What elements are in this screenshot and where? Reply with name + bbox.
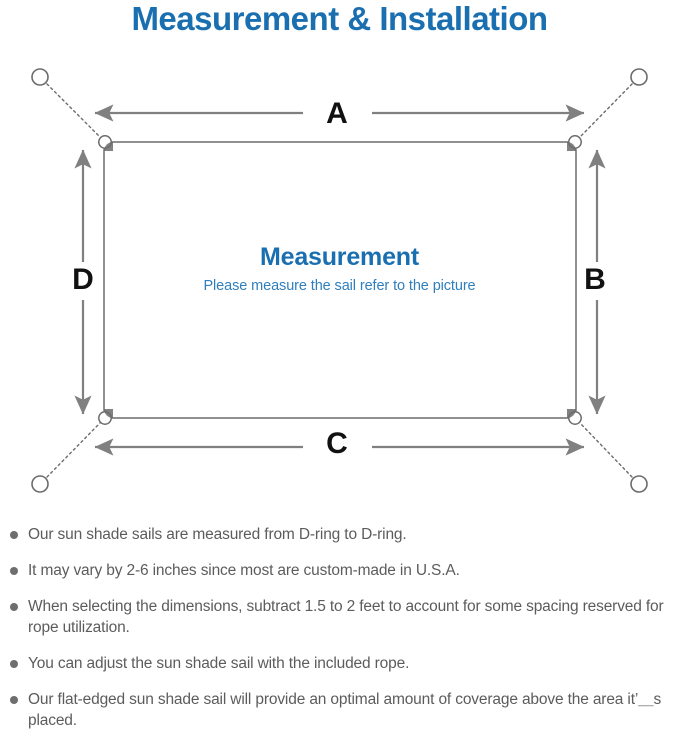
list-item: It may vary by 2-6 inches since most are… <box>0 560 679 581</box>
note-text: Our sun shade sails are measured from D-… <box>28 526 407 543</box>
page-title: Measurement & Installation <box>131 0 548 37</box>
dimension-label-a: A <box>326 97 348 130</box>
note-text: Our flat-edged sun shade sail will provi… <box>28 691 662 729</box>
list-item: When selecting the dimensions, subtract … <box>0 596 679 638</box>
sail-corner-arcs <box>104 142 576 418</box>
anchor-top-left-icon <box>31 68 49 86</box>
note-text: When selecting the dimensions, subtract … <box>28 598 664 636</box>
bullet-icon <box>10 696 18 704</box>
measurement-diagram: Measurement Please measure the sail refe… <box>31 68 648 493</box>
rope-bottom-left <box>46 422 101 478</box>
bullet-icon <box>10 567 18 575</box>
anchor-points <box>31 68 648 493</box>
dimension-label-b: B <box>584 263 606 296</box>
rope-top-left <box>46 83 101 138</box>
dimension-label-c: C <box>326 427 348 460</box>
anchor-bottom-right-icon <box>630 475 648 493</box>
anchor-bottom-left-icon <box>31 475 49 493</box>
list-item: Our sun shade sails are measured from D-… <box>0 524 679 545</box>
note-text: It may vary by 2-6 inches since most are… <box>28 562 460 579</box>
shade-sail-body <box>103 141 577 419</box>
rope-bottom-right <box>579 422 633 478</box>
rope-top-right <box>579 83 633 138</box>
dimension-label-d: D <box>72 263 94 296</box>
bullet-icon <box>10 603 18 611</box>
note-text: You can adjust the sun shade sail with t… <box>28 655 410 672</box>
list-item: Our flat-edged sun shade sail will provi… <box>0 689 679 731</box>
bullet-icon <box>10 531 18 539</box>
notes-list: Our sun shade sails are measured from D-… <box>0 524 679 746</box>
bullet-icon <box>10 660 18 668</box>
anchor-top-right-icon <box>630 68 648 86</box>
rope-lines <box>46 83 633 478</box>
list-item: You can adjust the sun shade sail with t… <box>0 653 679 674</box>
